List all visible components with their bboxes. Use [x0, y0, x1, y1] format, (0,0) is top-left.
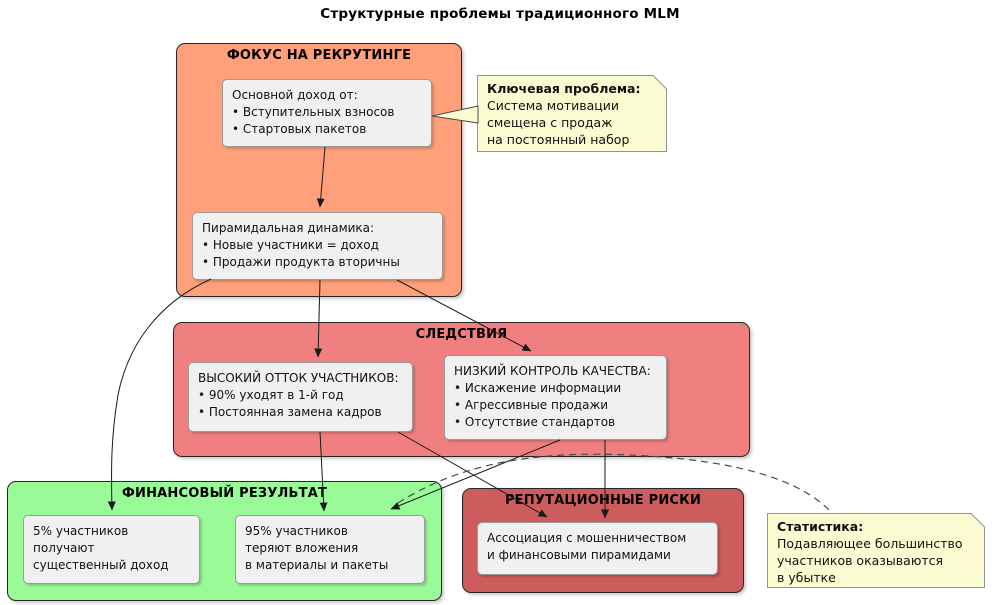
- node-line: 5% участников: [33, 524, 129, 538]
- node-line: • Стартовых пакетов: [232, 122, 367, 136]
- node-line: НИЗКИЙ КОНТРОЛЬ КАЧЕСТВА:: [454, 364, 651, 378]
- node-line: ВЫСОКИЙ ОТТОК УЧАСТНИКОВ:: [198, 371, 399, 385]
- node-low-quality-control: НИЗКИЙ КОНТРОЛЬ КАЧЕСТВА: • Искажение ин…: [444, 355, 667, 440]
- node-line: получают: [33, 541, 95, 555]
- node-line: существенный доход: [33, 558, 169, 572]
- node-95-lose-money: 95% участников теряют вложения в материа…: [235, 515, 425, 584]
- node-line: • Новые участники = доход: [202, 238, 379, 252]
- note-line: Система мотивации: [487, 98, 620, 113]
- note-title: Статистика:: [777, 519, 864, 534]
- node-line: теряют вложения: [245, 541, 359, 555]
- note-statistics: Статистика: Подавляющее большинство учас…: [767, 513, 985, 588]
- node-fraud-association: Ассоциация с мошенничеством и финансовым…: [477, 522, 718, 575]
- node-line: и финансовыми пирамидами: [487, 548, 671, 562]
- node-line: • Отсутствие стандартов: [454, 415, 616, 429]
- diagram-title: Структурные проблемы традиционного MLM: [320, 6, 680, 22]
- node-top5-income: 5% участников получают существенный дохо…: [23, 515, 200, 584]
- panel-reputation-title: РЕПУТАЦИОННЫЕ РИСКИ: [504, 493, 702, 508]
- note-line: на постоянный набор: [487, 132, 630, 147]
- node-line: • Агрессивные продажи: [454, 398, 609, 412]
- node-line: • Вступительных взносов: [232, 105, 395, 119]
- panel-consequences-title: СЛЕДСТВИЯ: [415, 327, 508, 342]
- note-line: Подавляющее большинство: [777, 536, 963, 551]
- node-line: • Продажи продукта вторичны: [202, 255, 400, 269]
- note-title: Ключевая проблема:: [487, 81, 641, 96]
- node-line: • Постоянная замена кадров: [198, 405, 382, 419]
- panel-focus-title: ФОКУС НА РЕКРУТИНГЕ: [226, 48, 412, 63]
- node-line: • Искажение информации: [454, 381, 622, 395]
- node-main-income: Основной доход от: • Вступительных взнос…: [222, 79, 432, 147]
- node-pyramid-dynamics: Пирамидальная динамика: • Новые участник…: [192, 212, 443, 280]
- note-key-problem: Ключевая проблема: Система мотивации сме…: [477, 75, 667, 152]
- node-line: 95% участников: [245, 524, 348, 538]
- note-line: смещена с продаж: [487, 115, 613, 130]
- node-line: Основной доход от:: [232, 88, 358, 102]
- node-line: Ассоциация с мошенничеством: [487, 531, 687, 545]
- note-line: участников оказываются: [777, 553, 944, 568]
- note-line: в убытке: [777, 570, 836, 585]
- panel-financial-title: ФИНАНСОВЫЙ РЕЗУЛЬТАТ: [121, 486, 328, 501]
- node-high-churn: ВЫСОКИЙ ОТТОК УЧАСТНИКОВ: • 90% уходят в…: [188, 362, 413, 432]
- node-line: • 90% уходят в 1-й год: [198, 388, 344, 402]
- node-line: в материалы и пакеты: [245, 558, 389, 572]
- node-line: Пирамидальная динамика:: [202, 221, 375, 235]
